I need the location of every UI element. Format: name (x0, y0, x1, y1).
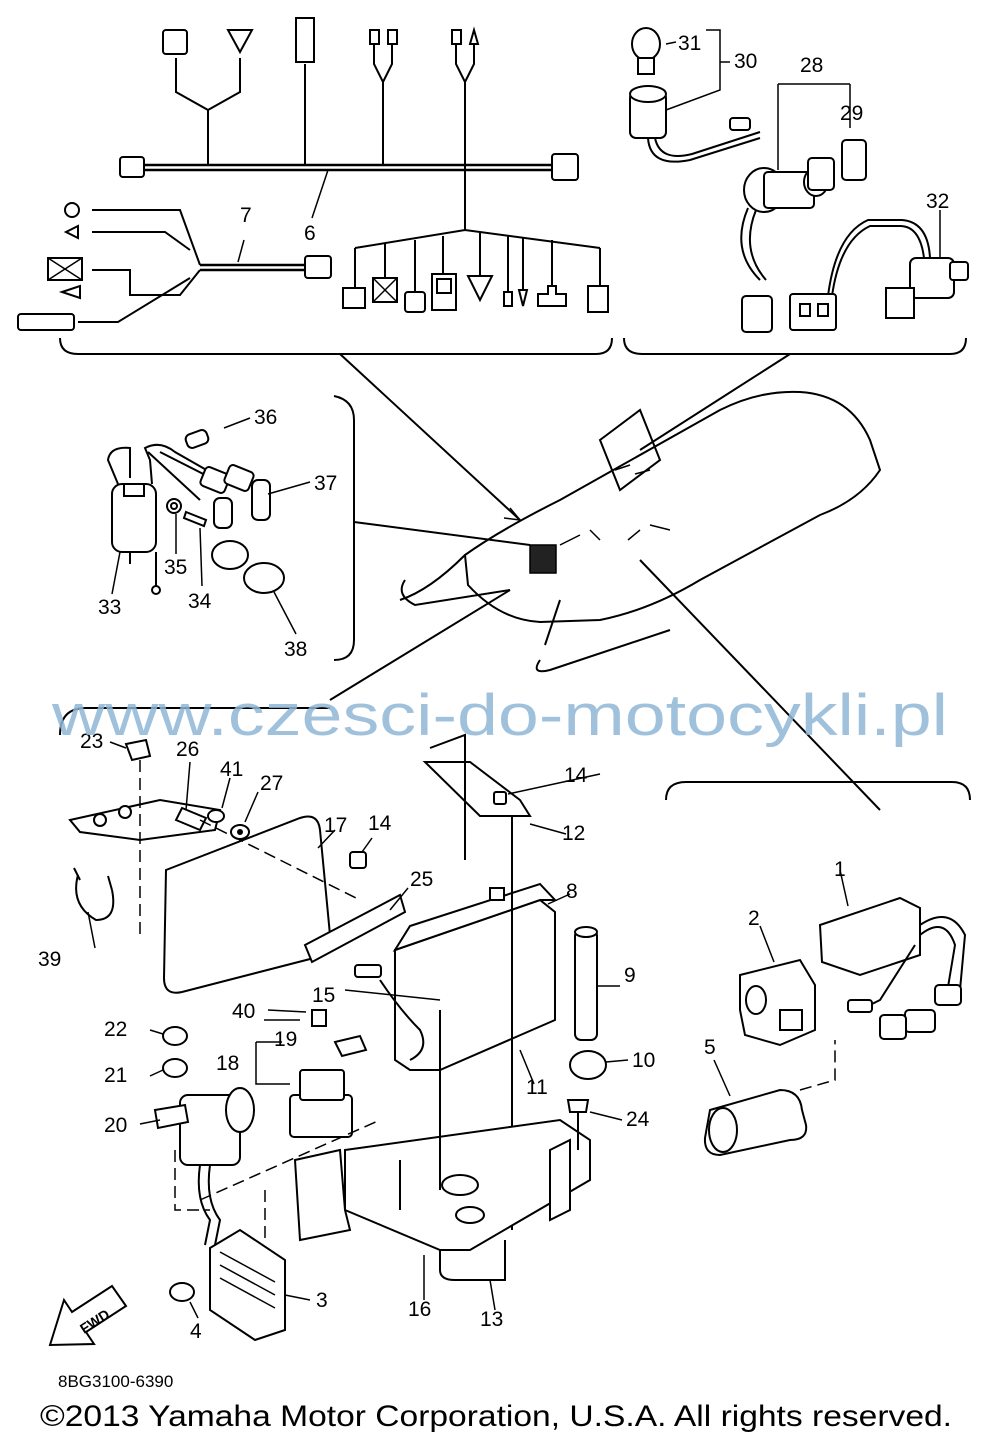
callout-15: 15 (312, 984, 335, 1007)
callout-8: 8 (566, 880, 578, 903)
wire-harness-group (17, 17, 613, 355)
callout-2: 2 (748, 907, 760, 930)
callout-14b: 14 (368, 812, 392, 835)
callout-30: 30 (734, 50, 757, 73)
callout-14a: 14 (564, 764, 588, 787)
callout-36: 36 (254, 406, 277, 429)
callout-29: 29 (840, 102, 863, 125)
callout-21: 21 (104, 1064, 127, 1087)
callout-40: 40 (232, 1000, 255, 1023)
callout-17: 17 (324, 814, 347, 837)
snowmobile-illustration (329, 353, 882, 811)
callout-11: 11 (526, 1076, 548, 1099)
callout-27: 27 (260, 772, 283, 795)
callout-9: 9 (624, 964, 636, 987)
callout-37: 37 (314, 472, 337, 495)
callout-12: 12 (562, 822, 585, 845)
callout-41: 41 (220, 758, 243, 781)
callout-23: 23 (80, 730, 103, 753)
callout-35: 35 (164, 556, 187, 579)
callout-32: 32 (926, 190, 949, 213)
ignition-coil-group (106, 395, 355, 661)
forward-arrow-icon: FWD (48, 1284, 128, 1347)
callout-34: 34 (188, 590, 212, 613)
callout-28: 28 (800, 54, 823, 77)
copyright-notice: ©2013 Yamaha Motor Corporation, U.S.A. A… (40, 1400, 952, 1433)
callout-labels: 1 2 3 4 5 6 7 8 9 10 11 12 13 14 14 15 1… (38, 32, 949, 1343)
callout-24: 24 (626, 1108, 650, 1131)
callout-22: 22 (104, 1018, 127, 1041)
callout-20: 20 (104, 1114, 127, 1137)
callout-33: 33 (98, 596, 121, 619)
callout-31: 31 (678, 32, 701, 55)
switch-group (623, 27, 969, 355)
callout-25: 25 (410, 868, 433, 891)
callout-3: 3 (316, 1289, 328, 1312)
callout-1: 1 (834, 858, 846, 881)
callout-19: 19 (274, 1028, 297, 1051)
callout-10: 10 (632, 1049, 655, 1072)
callout-16: 16 (408, 1298, 431, 1321)
callout-18: 18 (216, 1052, 239, 1075)
callout-4: 4 (190, 1320, 202, 1343)
callout-6: 6 (304, 222, 316, 245)
callout-39: 39 (38, 948, 61, 971)
diagram-code: 8BG3100-6390 (58, 1372, 173, 1391)
watermark-text: www.czesci-do-motocykli.pl (51, 683, 948, 748)
control-unit-group (665, 781, 971, 1157)
callout-5: 5 (704, 1036, 716, 1059)
callout-13: 13 (480, 1308, 503, 1331)
electrical-box-group (59, 707, 629, 1342)
callout-26: 26 (176, 738, 199, 761)
callout-7: 7 (240, 204, 252, 227)
callout-38: 38 (284, 638, 307, 661)
